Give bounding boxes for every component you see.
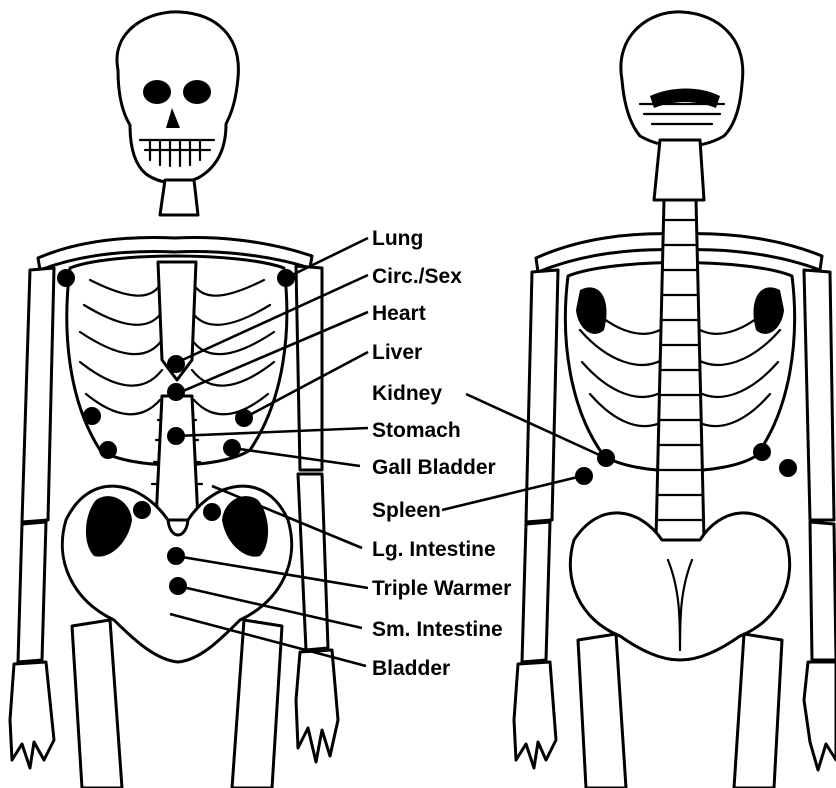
point-lung-left bbox=[57, 269, 75, 287]
leader-spleen bbox=[442, 476, 582, 510]
label-circ-sex: Circ./Sex bbox=[372, 265, 462, 288]
label-lung: Lung bbox=[372, 227, 423, 250]
point-spleen-right bbox=[779, 459, 797, 477]
organ-labels: Lung Circ./Sex Heart Liver Kidney Stomac… bbox=[372, 227, 511, 680]
label-spleen: Spleen bbox=[372, 499, 441, 522]
label-heart: Heart bbox=[372, 302, 426, 325]
point-liver-left bbox=[83, 407, 101, 425]
label-lg-intestine: Lg. Intestine bbox=[372, 538, 496, 561]
point-triple-warmer bbox=[167, 547, 185, 565]
point-kidney-right bbox=[753, 443, 771, 461]
label-liver: Liver bbox=[372, 341, 422, 364]
label-stomach: Stomach bbox=[372, 419, 461, 442]
label-sm-intestine: Sm. Intestine bbox=[372, 618, 503, 641]
label-gall-bladder: Gall Bladder bbox=[372, 456, 496, 479]
label-kidney: Kidney bbox=[372, 382, 442, 405]
point-gall-bladder-left bbox=[99, 441, 117, 459]
point-gall-bladder-right bbox=[223, 439, 241, 457]
label-triple-warmer: Triple Warmer bbox=[372, 577, 511, 600]
point-spleen-left bbox=[575, 467, 593, 485]
label-bladder: Bladder bbox=[372, 657, 450, 680]
point-lg-intestine-right bbox=[203, 503, 221, 521]
leader-gall-bladder bbox=[232, 448, 360, 466]
point-circ-sex bbox=[167, 355, 185, 373]
point-kidney-left bbox=[597, 449, 615, 467]
point-heart bbox=[167, 383, 185, 401]
point-lg-intestine-left bbox=[133, 501, 151, 519]
point-lung-right bbox=[277, 269, 295, 287]
point-sm-intestine bbox=[169, 577, 187, 595]
back-skeleton bbox=[514, 12, 836, 788]
point-liver-right bbox=[235, 409, 253, 427]
point-stomach bbox=[167, 427, 185, 445]
